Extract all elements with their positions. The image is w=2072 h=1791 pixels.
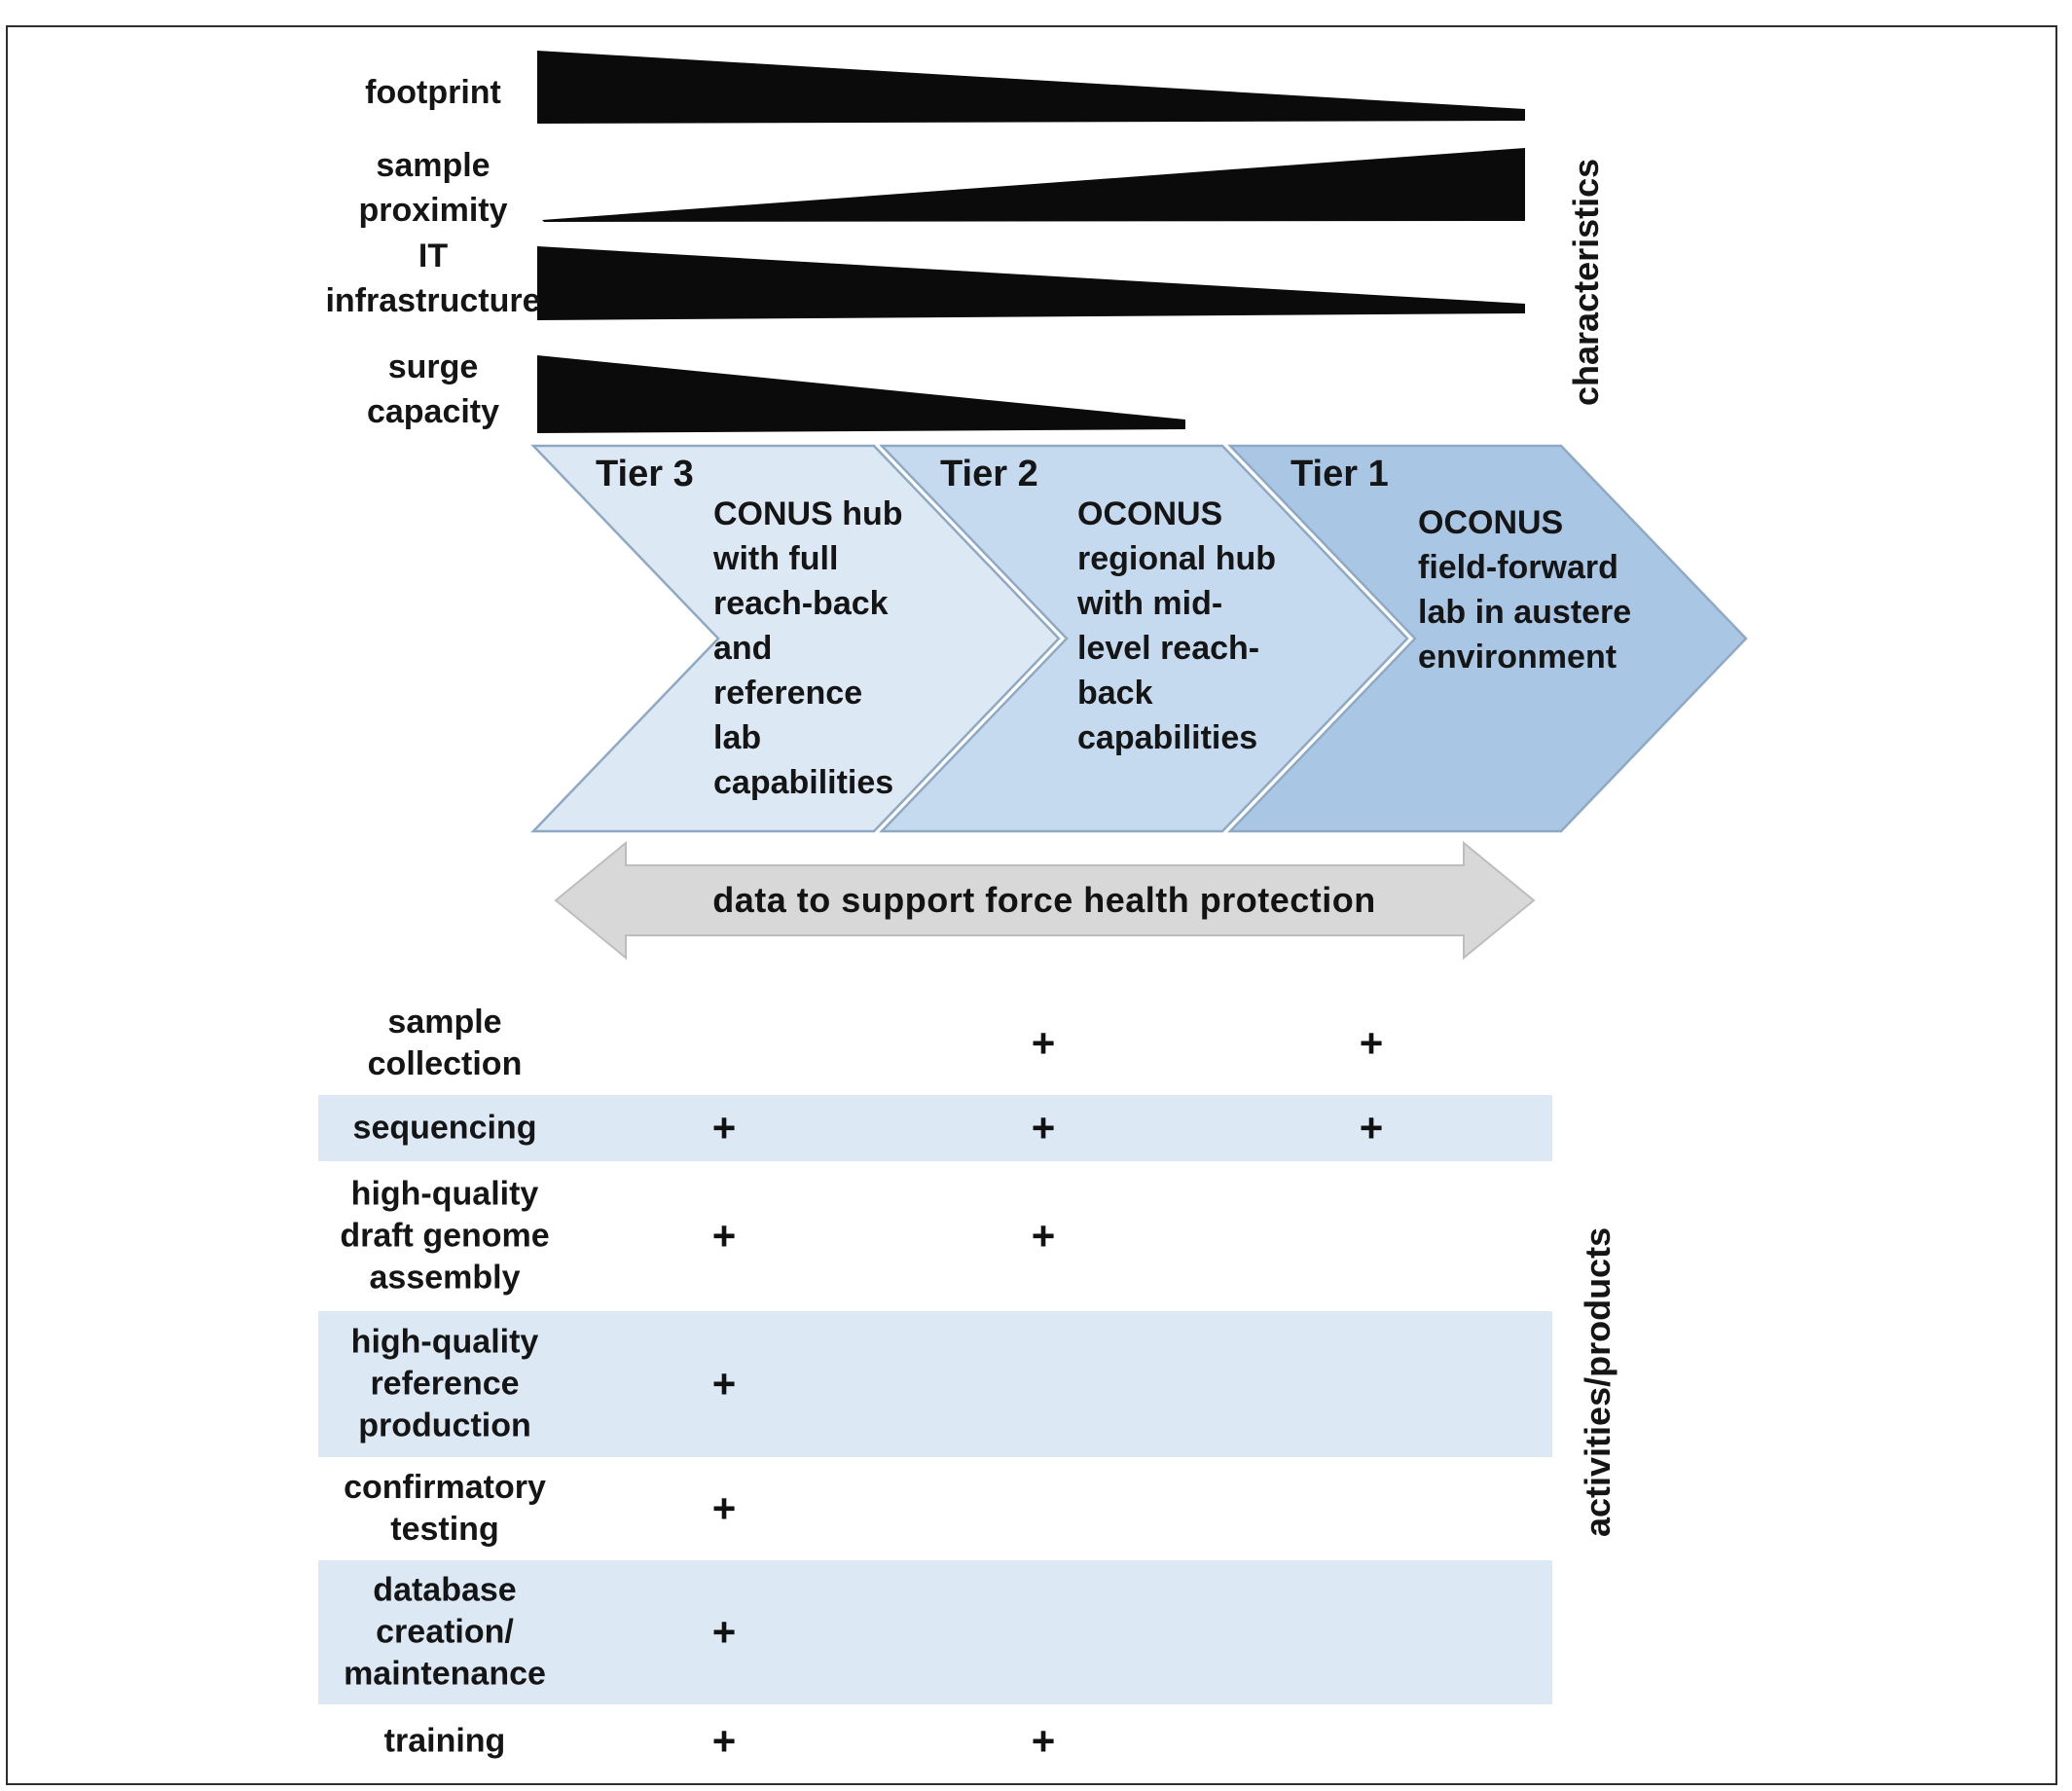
activity-row-training: training + + xyxy=(318,1707,1552,1775)
tier2-chevron xyxy=(879,444,1409,833)
tier2-description-line: capabilities xyxy=(1077,719,1258,756)
wedge-label-line: infrastructure xyxy=(325,282,541,319)
activity-row-database-creation-maintenance: database creation/ maintenance + xyxy=(318,1560,1552,1704)
tier3-title: Tier 3 xyxy=(596,454,694,494)
footprint-wedge xyxy=(537,51,1525,124)
sample-proximity-wedge xyxy=(542,148,1525,222)
tier3-mark: + xyxy=(711,1718,737,1764)
activity-label-line: assembly xyxy=(369,1259,521,1297)
it-infrastructure-wedge xyxy=(537,246,1525,320)
activity-label-line: creation/ xyxy=(376,1613,514,1651)
tier2-description-line: OCONUS xyxy=(1077,495,1223,532)
tier1-description-line: field-forward xyxy=(1418,549,1618,586)
activity-label-line: draft genome xyxy=(340,1217,550,1255)
tier2-mark: + xyxy=(1031,1718,1056,1764)
tier2-mark: + xyxy=(1031,1105,1056,1151)
tier3-mark: + xyxy=(711,1105,737,1151)
activity-row-sample-collection: sample collection + + xyxy=(318,995,1552,1092)
activity-row-draft-genome-assembly: high-quality draft genome assembly + + xyxy=(318,1164,1552,1308)
activity-row-confirmatory-testing: confirmatory testing + xyxy=(318,1460,1552,1557)
tier1-mark: + xyxy=(1359,1020,1384,1066)
wedge-label-footprint: footprint xyxy=(302,70,564,115)
tier3-description-line: lab xyxy=(713,719,762,756)
activity-label-line: testing xyxy=(390,1511,499,1548)
tier2-title: Tier 2 xyxy=(940,454,1038,494)
tier1-description-line: OCONUS xyxy=(1418,504,1564,541)
tier1-description-line: environment xyxy=(1418,639,1618,676)
data-flow-arrow xyxy=(554,840,1536,961)
wedge-label-line: surge xyxy=(387,348,479,385)
tier3-description-line: with full xyxy=(713,540,839,577)
tier1-title: Tier 1 xyxy=(1290,454,1389,494)
activity-label-line: collection xyxy=(367,1045,523,1082)
activity-label-line: sample xyxy=(387,1004,502,1041)
tier3-mark: + xyxy=(711,1361,737,1407)
tier3-chevron xyxy=(530,444,1061,833)
tier3-description-line: capabilities xyxy=(713,764,894,801)
activity-label-line: sequencing xyxy=(352,1109,537,1147)
activity-label-line: training xyxy=(383,1722,506,1760)
activity-label-line: high-quality xyxy=(350,1323,539,1361)
activity-label-line: reference xyxy=(370,1365,520,1403)
activity-label: sample collection xyxy=(318,1002,571,1085)
tier3-description-line: CONUS hub xyxy=(713,495,903,532)
surge-capacity-wedge xyxy=(537,355,1185,433)
tier3-mark: + xyxy=(711,1485,737,1531)
tier2-mark: + xyxy=(1031,1020,1056,1066)
tier3-mark: + xyxy=(711,1213,737,1259)
activity-label: confirmatory testing xyxy=(318,1467,571,1551)
activity-label: training xyxy=(318,1721,571,1763)
wedge-label-line: proximity xyxy=(358,192,508,229)
wedge-label-line: footprint xyxy=(365,74,501,111)
activity-label: database creation/ maintenance xyxy=(318,1570,571,1696)
tier3-description: CONUS hub with full reach-back and refer… xyxy=(713,492,952,805)
wedge-label-it-infrastructure: IT infrastructure xyxy=(302,234,564,323)
activity-label-line: database xyxy=(373,1571,517,1609)
tier1-description: OCONUS field-forward lab in austere envi… xyxy=(1418,500,1676,679)
wedge-label-line: capacity xyxy=(366,393,500,430)
tier1-chevron xyxy=(1227,444,1748,833)
activities-side-label: activities/products xyxy=(1578,1226,1618,1538)
tier3-description-line: and xyxy=(713,630,773,667)
wedge-label-surge-capacity: surge capacity xyxy=(302,345,564,434)
activity-label: high-quality reference production xyxy=(318,1322,571,1447)
activity-row-sequencing: sequencing + + + xyxy=(318,1095,1552,1161)
tier2-mark: + xyxy=(1031,1213,1056,1259)
tier3-description-line: reach-back xyxy=(713,585,889,622)
activity-label-line: production xyxy=(358,1407,531,1444)
tier2-description: OCONUS regional hub with mid- level reac… xyxy=(1077,492,1326,760)
activity-label-line: maintenance xyxy=(344,1655,546,1693)
wedge-label-sample-proximity: sample proximity xyxy=(302,143,564,233)
tier3-mark: + xyxy=(711,1609,737,1655)
tier2-description-line: with mid- xyxy=(1077,585,1223,622)
tier2-description-line: back xyxy=(1077,675,1153,712)
characteristics-side-label: characteristics xyxy=(1566,158,1606,407)
tier2-description-line: level reach- xyxy=(1077,630,1260,667)
data-arrow-label: data to support force health protection xyxy=(712,880,1376,920)
wedge-label-line: sample xyxy=(376,147,491,184)
tier2-description-line: regional hub xyxy=(1077,540,1276,577)
activity-row-reference-production: high-quality reference production + xyxy=(318,1311,1552,1457)
wedge-label-line: IT xyxy=(418,238,449,274)
tier1-description-line: lab in austere xyxy=(1418,594,1632,631)
tier3-description-line: reference xyxy=(713,675,863,712)
activity-label: high-quality draft genome assembly xyxy=(318,1174,571,1299)
tier1-mark: + xyxy=(1359,1105,1384,1151)
activity-label-line: confirmatory xyxy=(344,1469,546,1506)
activity-label: sequencing xyxy=(318,1108,571,1150)
activity-label-line: high-quality xyxy=(350,1175,539,1213)
